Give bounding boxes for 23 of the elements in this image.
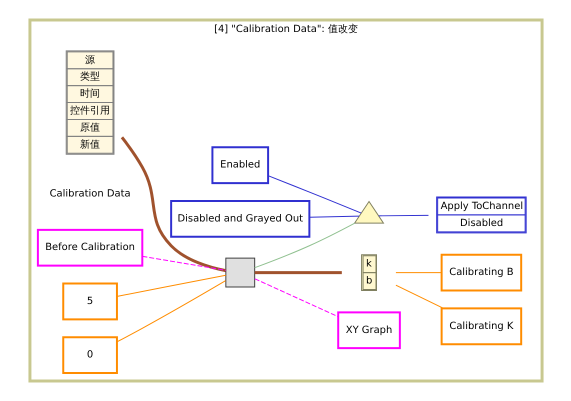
connector <box>394 284 444 309</box>
connector <box>254 278 338 318</box>
connector <box>254 271 342 274</box>
node-triangle <box>353 200 384 224</box>
node-box: 5 <box>62 282 118 320</box>
node-box: Calibrating B <box>440 254 522 292</box>
node-box: 0 <box>62 336 118 374</box>
node-box: Calibrating K <box>440 307 522 346</box>
node-box: Disabled and Grayed Out <box>170 200 310 238</box>
node-text: Calibration Data <box>49 188 130 200</box>
connector <box>378 214 428 216</box>
node-box: Before Calibration <box>36 228 143 267</box>
connector <box>116 280 226 342</box>
connector <box>120 136 226 272</box>
node-box <box>224 258 255 288</box>
connector <box>116 274 226 297</box>
node-box: Enabled <box>210 146 269 184</box>
connector <box>394 272 442 274</box>
connector <box>267 175 362 214</box>
connector <box>308 216 360 218</box>
node-box: XY Graph <box>336 311 400 350</box>
connector <box>254 222 355 268</box>
connector <box>142 256 226 271</box>
